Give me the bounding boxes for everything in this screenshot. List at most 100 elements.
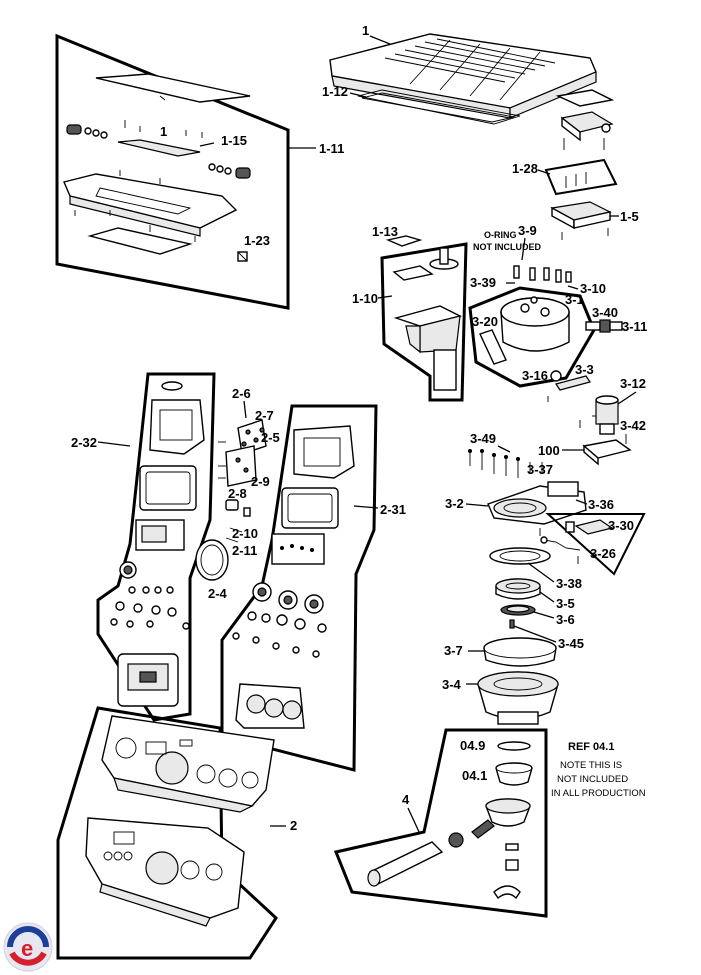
label-3-7: 3-7 (444, 643, 463, 658)
label-2-10: 2-10 (232, 526, 258, 541)
part-3-20 (479, 329, 507, 365)
part-2-32-knob (119, 561, 137, 579)
label-2-5: 2-5 (261, 430, 280, 445)
label-3-42: 3-42 (620, 418, 646, 433)
part-3-30 (565, 519, 614, 535)
group-1-28: 1-28 1-5 (512, 89, 639, 240)
frame-4 (333, 728, 548, 918)
part-2-upper-panel (101, 715, 275, 813)
part-1-11-top-plate (95, 73, 251, 103)
part-1-10-top (392, 265, 434, 281)
part-2-31-top-box (293, 425, 355, 479)
label-4: 4 (402, 792, 410, 807)
part-1-11-fittings-left (66, 124, 108, 139)
brand-logo-letter: e (21, 936, 33, 961)
part-2-31-knobs (252, 582, 324, 614)
label-2-31: 2-31 (380, 502, 406, 517)
group-1-11: 1 1-15 1-23 1-11 (55, 33, 344, 310)
part-3-49-screws (469, 452, 543, 478)
label-3-20: 3-20 (472, 314, 498, 329)
part-2-31-panel-window (281, 487, 339, 529)
part-2-31-buttons (232, 611, 327, 658)
label-3-37: 3-37 (527, 462, 553, 477)
group-2: 2 (56, 706, 297, 960)
part-4-portafilter (471, 798, 531, 839)
label-1-28: 1-28 (512, 161, 538, 176)
group-rings: 3-38 3-5 3-6 3-45 3-7 3-4 (442, 547, 584, 725)
part-1-12 (357, 89, 521, 125)
part-1-5 (550, 201, 612, 230)
label-3-16: 3-16 (522, 368, 548, 383)
label-1-11: 1-11 (319, 141, 344, 156)
part-4-handle (367, 832, 464, 887)
group-1-10: 1-13 1-10 (352, 224, 468, 402)
note-not-included: NOT INCLUDED (473, 242, 541, 252)
part-2-31-board (271, 533, 325, 565)
label-2-9: 2-9 (251, 474, 270, 489)
note-oring: O-RING (484, 230, 517, 240)
part-2-lower-panel (85, 817, 245, 927)
group-3-12: 3-12 3-42 100 (538, 376, 646, 466)
part-100-bracket (582, 439, 632, 466)
label-2-7: 2-7 (255, 408, 274, 423)
part-4-spouts (493, 843, 521, 900)
label-04-1: 04.1 (462, 768, 487, 783)
label-2-32: 2-32 (71, 435, 97, 450)
part-1-13 (385, 235, 423, 247)
part-2-8 (225, 499, 251, 517)
label-100: 100 (538, 443, 560, 458)
label-3-9: 3-9 (518, 223, 537, 238)
ref-note-line3: IN ALL PRODUCTION (551, 788, 646, 799)
label-1-23: 1-23 (244, 233, 270, 248)
part-1-11-fittings-right (208, 163, 251, 179)
part-2-32-display (135, 519, 185, 551)
part-2-10 (225, 527, 243, 543)
part-2-9 (225, 445, 257, 487)
label-3-49: 3-49 (470, 431, 496, 446)
label-3-4: 3-4 (442, 677, 462, 692)
label-04-9: 04.9 (460, 738, 485, 753)
part-2-5-2-7 (237, 419, 267, 455)
part-3-26 (539, 528, 581, 564)
part-2-32-logo-badge (161, 381, 183, 391)
part-3-5 (495, 578, 541, 600)
frame-1-10 (380, 242, 468, 402)
label-3-45: 3-45 (558, 636, 584, 651)
frame-3-1 (468, 286, 596, 388)
label-3-38: 3-38 (556, 576, 582, 591)
label-3-10: 3-10 (580, 281, 606, 296)
ref-note-title: REF 04.1 (568, 741, 614, 753)
part-1-28-switch (560, 111, 614, 142)
part-1-11-bottom-plate (87, 227, 193, 255)
part-04-9 (497, 741, 531, 751)
part-2-32-panel-window (139, 465, 197, 511)
frame-2-31 (220, 404, 378, 772)
group-2-middle: 2-6 2-7 2-5 2-9 2-8 2-10 2-11 2-4 (195, 386, 280, 601)
label-2-8: 2-8 (228, 486, 247, 501)
part-3-40-3-11 (585, 319, 623, 333)
label-3-3: 3-3 (575, 362, 594, 377)
label-1-5: 1-5 (620, 209, 639, 224)
part-2-32-top-box (149, 399, 205, 455)
part-2-4 (195, 539, 229, 581)
part-1-23 (237, 251, 248, 262)
label-3-39: 3-39 (470, 275, 496, 290)
part-2-31-control-unit (235, 683, 305, 729)
group-4: 04.9 04.1 4 (333, 728, 548, 918)
label-3-11: 3-11 (622, 319, 647, 334)
part-3-16-3-3 (547, 370, 591, 402)
label-3-6: 3-6 (556, 612, 575, 627)
part-1-10-valve (429, 247, 459, 270)
group-lid: 1 1-12 (322, 23, 597, 125)
part-3-38 (489, 547, 551, 565)
label-3-2: 3-2 (445, 496, 464, 511)
group-3-2: 3-49 3-37 3-2 3-36 (445, 431, 646, 576)
part-3-4 (477, 671, 559, 725)
part-3-1-boiler (500, 296, 570, 352)
ref-note-line1: NOTE THIS IS (560, 760, 622, 771)
part-1-28-cover (555, 89, 615, 107)
group-2-31: 2-31 (220, 404, 406, 772)
label-3-26: 3-26 (590, 546, 616, 561)
part-3-2-group-head (487, 481, 587, 525)
